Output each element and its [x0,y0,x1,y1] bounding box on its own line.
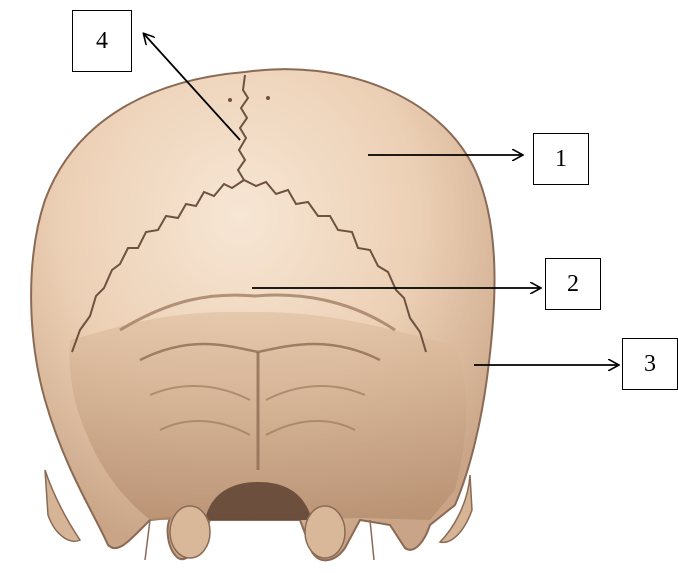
label-number-1: 1 [555,146,567,173]
label-box-2: 2 [545,258,601,310]
styloid-left [145,520,150,560]
mastoid-process-left [45,470,80,541]
label-box-1: 1 [533,133,589,185]
occipital-condyle-left [170,506,210,558]
label-number-3: 3 [644,351,656,378]
styloid-right [370,520,374,560]
label-box-3: 3 [622,338,678,390]
label-box-4: 4 [72,10,132,72]
label-number-2: 2 [567,271,579,298]
occipital-condyle-right [305,506,345,558]
label-number-4: 4 [96,28,108,55]
parietal-foramen-left [228,98,232,102]
skull-illustration [31,69,494,560]
parietal-foramen-right [266,96,270,100]
